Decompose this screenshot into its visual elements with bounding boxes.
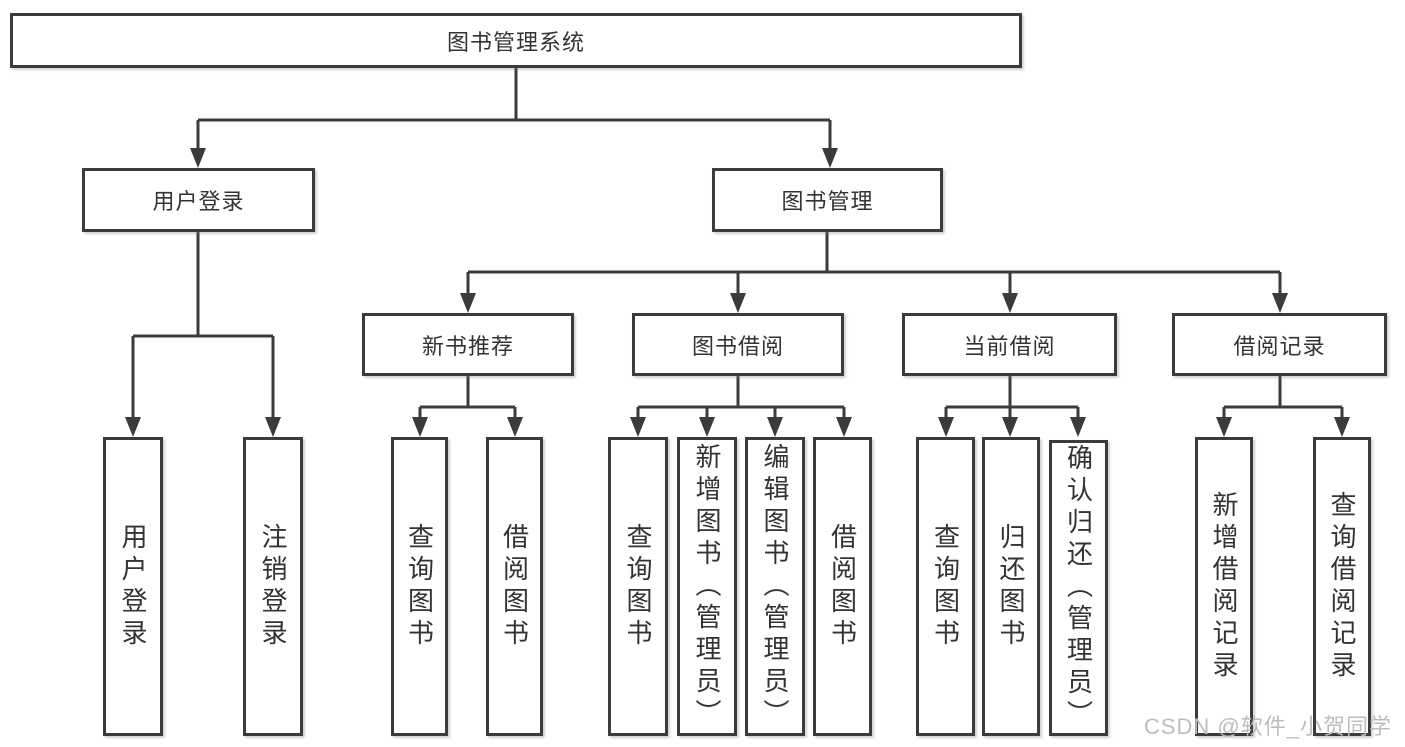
leaf-bb-add-books-admin: 新增图书（管理员）	[677, 437, 737, 736]
leaf-bb-query-books: 查询图书	[608, 437, 668, 736]
leaf-nb-borrow-books: 借阅图书	[486, 437, 543, 736]
leaf-br-query-record: 查询借阅记录	[1313, 437, 1371, 736]
node-new-book-recommend: 新书推荐	[362, 313, 574, 376]
leaf-bb-edit-books-admin: 编辑图书（管理员）	[745, 437, 805, 736]
leaf-nb-query-books: 查询图书	[391, 437, 448, 736]
node-book-borrow: 图书借阅	[632, 313, 844, 376]
node-book-management: 图书管理	[712, 168, 943, 232]
node-borrow-records: 借阅记录	[1172, 313, 1387, 376]
node-current-borrow: 当前借阅	[902, 313, 1117, 376]
arrowheads	[125, 148, 1350, 437]
leaf-user-login: 用户登录	[103, 437, 163, 736]
leaf-cb-return-books: 归还图书	[982, 437, 1040, 736]
leaf-bb-borrow-books: 借阅图书	[813, 437, 872, 736]
node-root: 图书管理系统	[10, 13, 1022, 68]
leaf-br-add-record: 新增借阅记录	[1195, 437, 1253, 736]
node-user-login: 用户登录	[82, 168, 315, 232]
leaf-logout: 注销登录	[243, 437, 303, 736]
leaf-cb-confirm-return-admin: 确认归还（管理员）	[1049, 440, 1108, 736]
leaf-cb-query-books: 查询图书	[916, 437, 975, 736]
csdn-watermark: CSDN @软件_小贺同学	[1143, 714, 1392, 739]
